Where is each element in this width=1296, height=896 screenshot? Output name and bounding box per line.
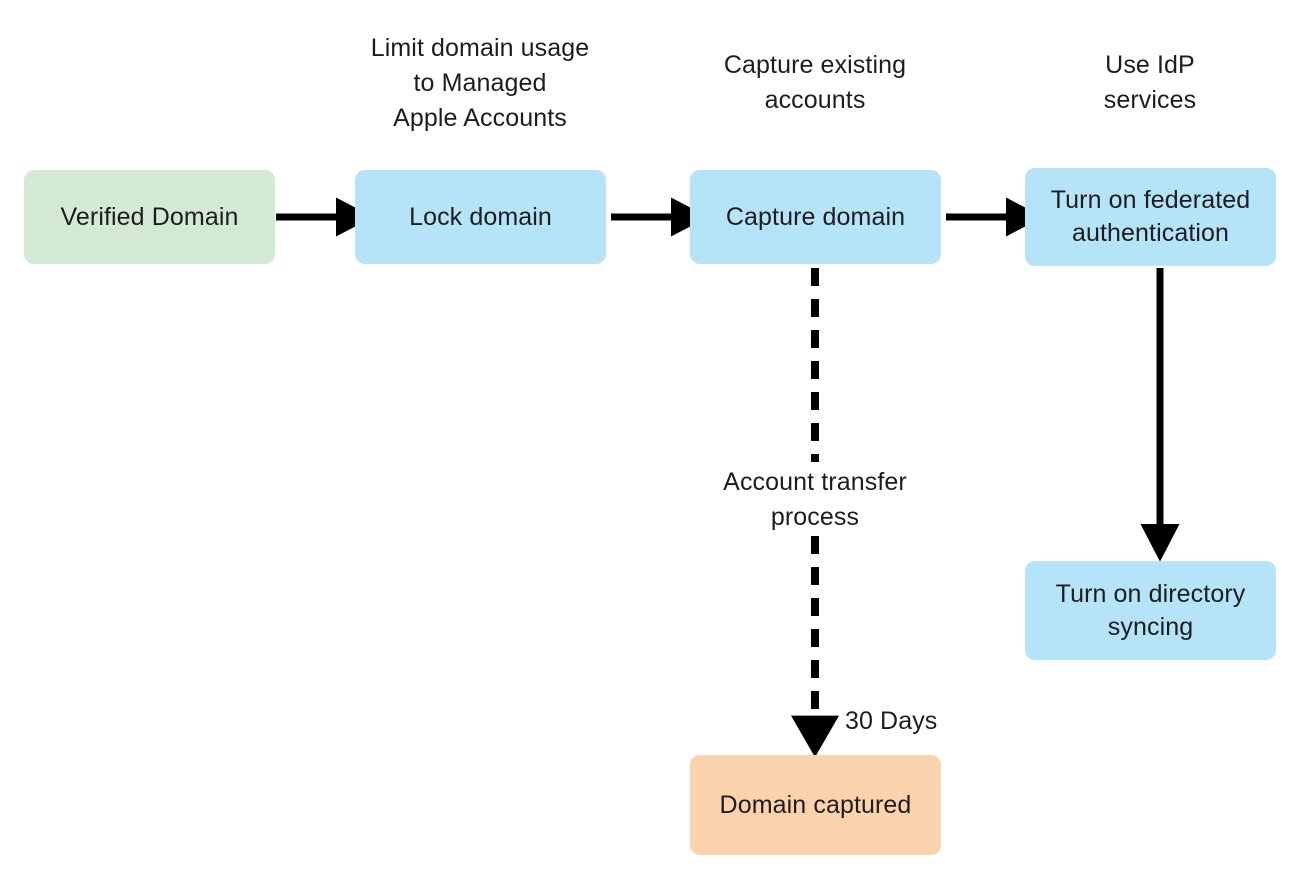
node-label: Capture domain — [725, 202, 906, 231]
node-lock-domain[interactable]: Lock domain — [355, 170, 606, 264]
node-label: Domain captured — [719, 790, 912, 819]
node-capture-domain[interactable]: Capture domain — [690, 170, 941, 264]
node-label: Turn on directory syncing — [1055, 579, 1246, 641]
node-verified-domain[interactable]: Verified Domain — [24, 170, 275, 264]
node-label: Turn on federated authentication — [1050, 186, 1251, 247]
edge-label-account-transfer-process: Account transfer process — [675, 465, 955, 535]
caption-capture-existing-accounts: Capture existing accounts — [723, 51, 907, 114]
node-label: Verified Domain — [60, 202, 239, 231]
edge-label-30-days: 30 Days — [845, 704, 985, 739]
node-label: Lock domain — [409, 202, 552, 231]
node-domain-captured[interactable]: Domain captured — [690, 755, 941, 855]
caption-limit-domain-usage: Limit domain usage to Managed Apple Acco… — [370, 34, 590, 132]
caption-use-idp-services: Use IdP services — [1103, 51, 1197, 114]
node-turn-on-directory-syncing[interactable]: Turn on directory syncing — [1025, 561, 1276, 660]
node-turn-on-federated-authentication[interactable]: Turn on federated authentication — [1025, 168, 1276, 266]
